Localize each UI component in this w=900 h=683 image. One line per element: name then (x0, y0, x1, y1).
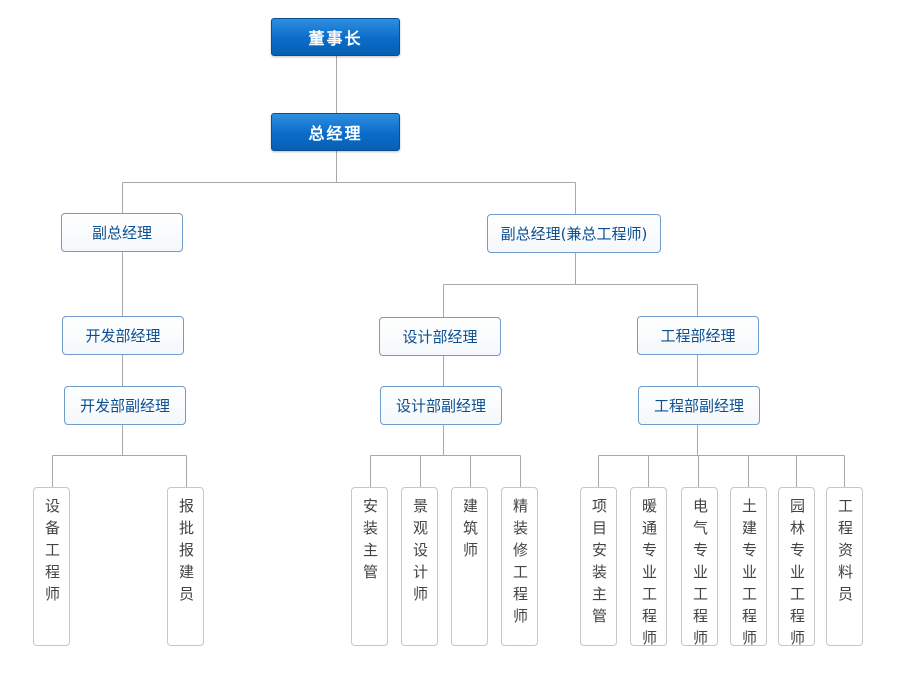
leaf-interior-engineer: 精装修工程师 (501, 487, 538, 646)
node-eng-manager: 工程部经理 (637, 316, 759, 355)
leaf-label: 电气专业工程师 (691, 498, 709, 652)
leaf-architect: 建筑师 (451, 487, 488, 646)
connector-vp-right-depts (443, 252, 698, 317)
node-eng-deputy: 工程部副经理 (638, 386, 760, 425)
connector-dev-staff (52, 424, 187, 487)
node-chairman: 董事长 (271, 18, 400, 56)
leaf-permit-officer: 报批报建员 (167, 487, 204, 646)
connector-design (370, 355, 521, 487)
leaf-label: 园林专业工程师 (788, 498, 806, 652)
leaf-label: 土建专业工程师 (740, 498, 758, 652)
leaf-equipment-engineer: 设备工程师 (33, 487, 70, 646)
leaf-label: 建筑师 (461, 498, 479, 564)
leaf-label: 景观设计师 (411, 498, 429, 608)
leaf-project-installation-supervisor: 项目安装主管 (580, 487, 617, 646)
leaf-label: 项目安装主管 (590, 498, 608, 630)
node-dev-manager: 开发部经理 (62, 316, 184, 355)
connector-gm-vps (122, 150, 576, 214)
node-vice-gm-left: 副总经理 (61, 213, 183, 252)
leaf-document-clerk: 工程资料员 (826, 487, 863, 646)
node-design-manager: 设计部经理 (379, 317, 501, 356)
node-general-manager: 总经理 (271, 113, 400, 151)
leaf-label: 精装修工程师 (511, 498, 529, 630)
leaf-landscape-designer: 景观设计师 (401, 487, 438, 646)
node-dev-deputy: 开发部副经理 (64, 386, 186, 425)
node-vice-gm-right: 副总经理(兼总工程师) (487, 214, 661, 253)
leaf-label: 报批报建员 (177, 498, 195, 608)
leaf-label: 暖通专业工程师 (640, 498, 658, 652)
connector-eng (598, 354, 845, 487)
leaf-label: 设备工程师 (43, 498, 61, 608)
node-design-deputy: 设计部副经理 (380, 386, 502, 425)
leaf-label: 工程资料员 (836, 498, 854, 608)
leaf-landscaping-engineer: 园林专业工程师 (778, 487, 815, 652)
leaf-hvac-engineer: 暖通专业工程师 (630, 487, 667, 652)
leaf-electrical-engineer: 电气专业工程师 (681, 487, 718, 652)
leaf-civil-engineer: 土建专业工程师 (730, 487, 767, 652)
leaf-installation-supervisor: 安装主管 (351, 487, 388, 646)
leaf-label: 安装主管 (361, 498, 379, 586)
